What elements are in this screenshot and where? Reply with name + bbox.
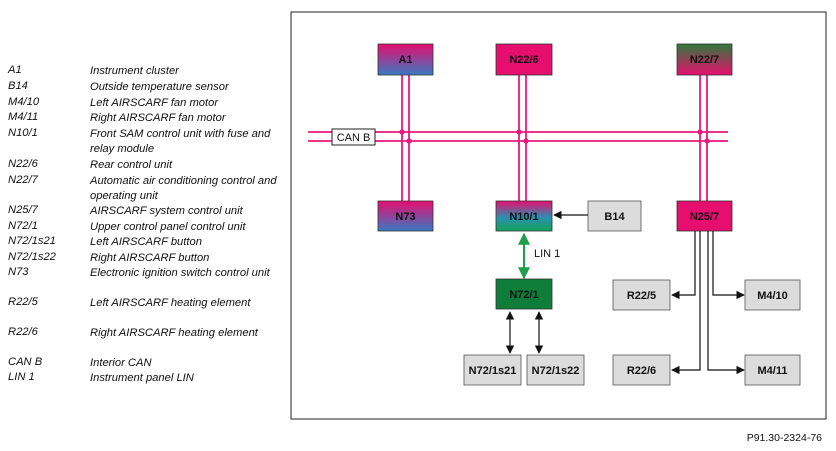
legend-code: R22/5 [8,296,38,308]
node-n72-1s22-label: N72/1s22 [532,365,580,377]
node-a1: A1 [377,43,434,76]
node-n72-1s21: N72/1s21 [463,354,522,386]
legend-code: N22/7 [8,174,38,186]
legend-desc: Left AIRSCARF button [90,236,202,248]
node-r22-5-label: R22/5 [627,290,656,302]
node-n72-1s22: N72/1s22 [526,354,585,386]
can-bus-lines [308,75,728,201]
legend-desc: Left AIRSCARF fan motor [90,97,219,109]
n25-7-output-lines [671,231,745,375]
lin-1-label: LIN 1 [534,248,560,260]
node-n73: N73 [377,200,434,232]
legend-desc: Instrument cluster [90,65,179,77]
legend-desc: Electronic ignition switch control unit [90,267,270,279]
legend-code: M4/10 [8,96,40,108]
legend-code: N72/1s21 [8,235,56,247]
node-r22-6: R22/6 [612,354,671,386]
node-n22-6: N22/6 [495,43,553,76]
legend-desc: Right AIRSCARF heating element [90,327,258,339]
legend-desc: Upper control panel control unit [90,221,246,233]
node-n72-1: N72/1 [495,278,553,310]
node-n73-label: N73 [395,211,415,223]
legend-code: A1 [8,64,22,76]
node-a1-label: A1 [398,54,412,66]
node-r22-6-label: R22/6 [627,365,656,377]
legend-desc: Instrument panel LIN [90,372,194,384]
legend-desc: Interior CAN [90,357,152,369]
legend-code: CAN B [8,356,43,368]
node-n72-1s21-label: N72/1s21 [469,365,517,377]
legend-code: N25/7 [8,204,38,216]
legend-code: N73 [8,266,29,278]
can-b-label: CAN B [331,128,376,146]
node-n10-1: N10/1 [495,200,553,232]
legend-desc: Rear control unit [90,159,173,171]
node-n22-7-label: N22/7 [690,54,719,66]
node-n22-6-label: N22/6 [509,54,538,66]
node-m4-10: M4/10 [744,279,801,311]
legend-code: N22/6 [8,158,38,170]
diagram-frame [290,11,827,420]
legend-desc: AIRSCARF system control unit [90,205,243,217]
legend-code: M4/11 [8,111,39,123]
node-m4-10-label: M4/10 [757,290,788,302]
node-m4-11: M4/11 [744,354,801,386]
legend-code: R22/6 [8,326,38,338]
node-r22-5: R22/5 [612,279,671,311]
legend-desc: Automatic air conditioning control and o… [90,175,277,202]
legend-code: N72/1s22 [8,251,56,263]
node-m4-11-label: M4/11 [758,365,788,377]
node-b14-label: B14 [604,211,625,223]
legend-desc: Right AIRSCARF button [90,252,210,264]
figure-reference: P91.30-2324-76 [746,432,822,444]
legend-desc: Front SAM control unit with fuse and rel… [90,128,271,155]
legend-desc: Right AIRSCARF fan motor [90,112,226,124]
legend-code: LIN 1 [8,371,35,383]
legend-code: N10/1 [8,127,38,139]
node-n25-7-label: N25/7 [690,211,719,223]
node-n10-1-label: N10/1 [509,211,538,223]
can-bus-junctions [399,129,710,144]
legend-code: B14 [8,80,28,92]
legend-desc: Outside temperature sensor [90,81,229,93]
can-b-label-text: CAN B [337,132,371,144]
node-n72-1-label: N72/1 [509,289,538,301]
node-b14: B14 [587,200,642,232]
node-n25-7: N25/7 [676,200,733,232]
legend-code: N72/1 [8,220,38,232]
node-n22-7: N22/7 [676,43,733,76]
legend-desc: Left AIRSCARF heating element [90,297,251,309]
